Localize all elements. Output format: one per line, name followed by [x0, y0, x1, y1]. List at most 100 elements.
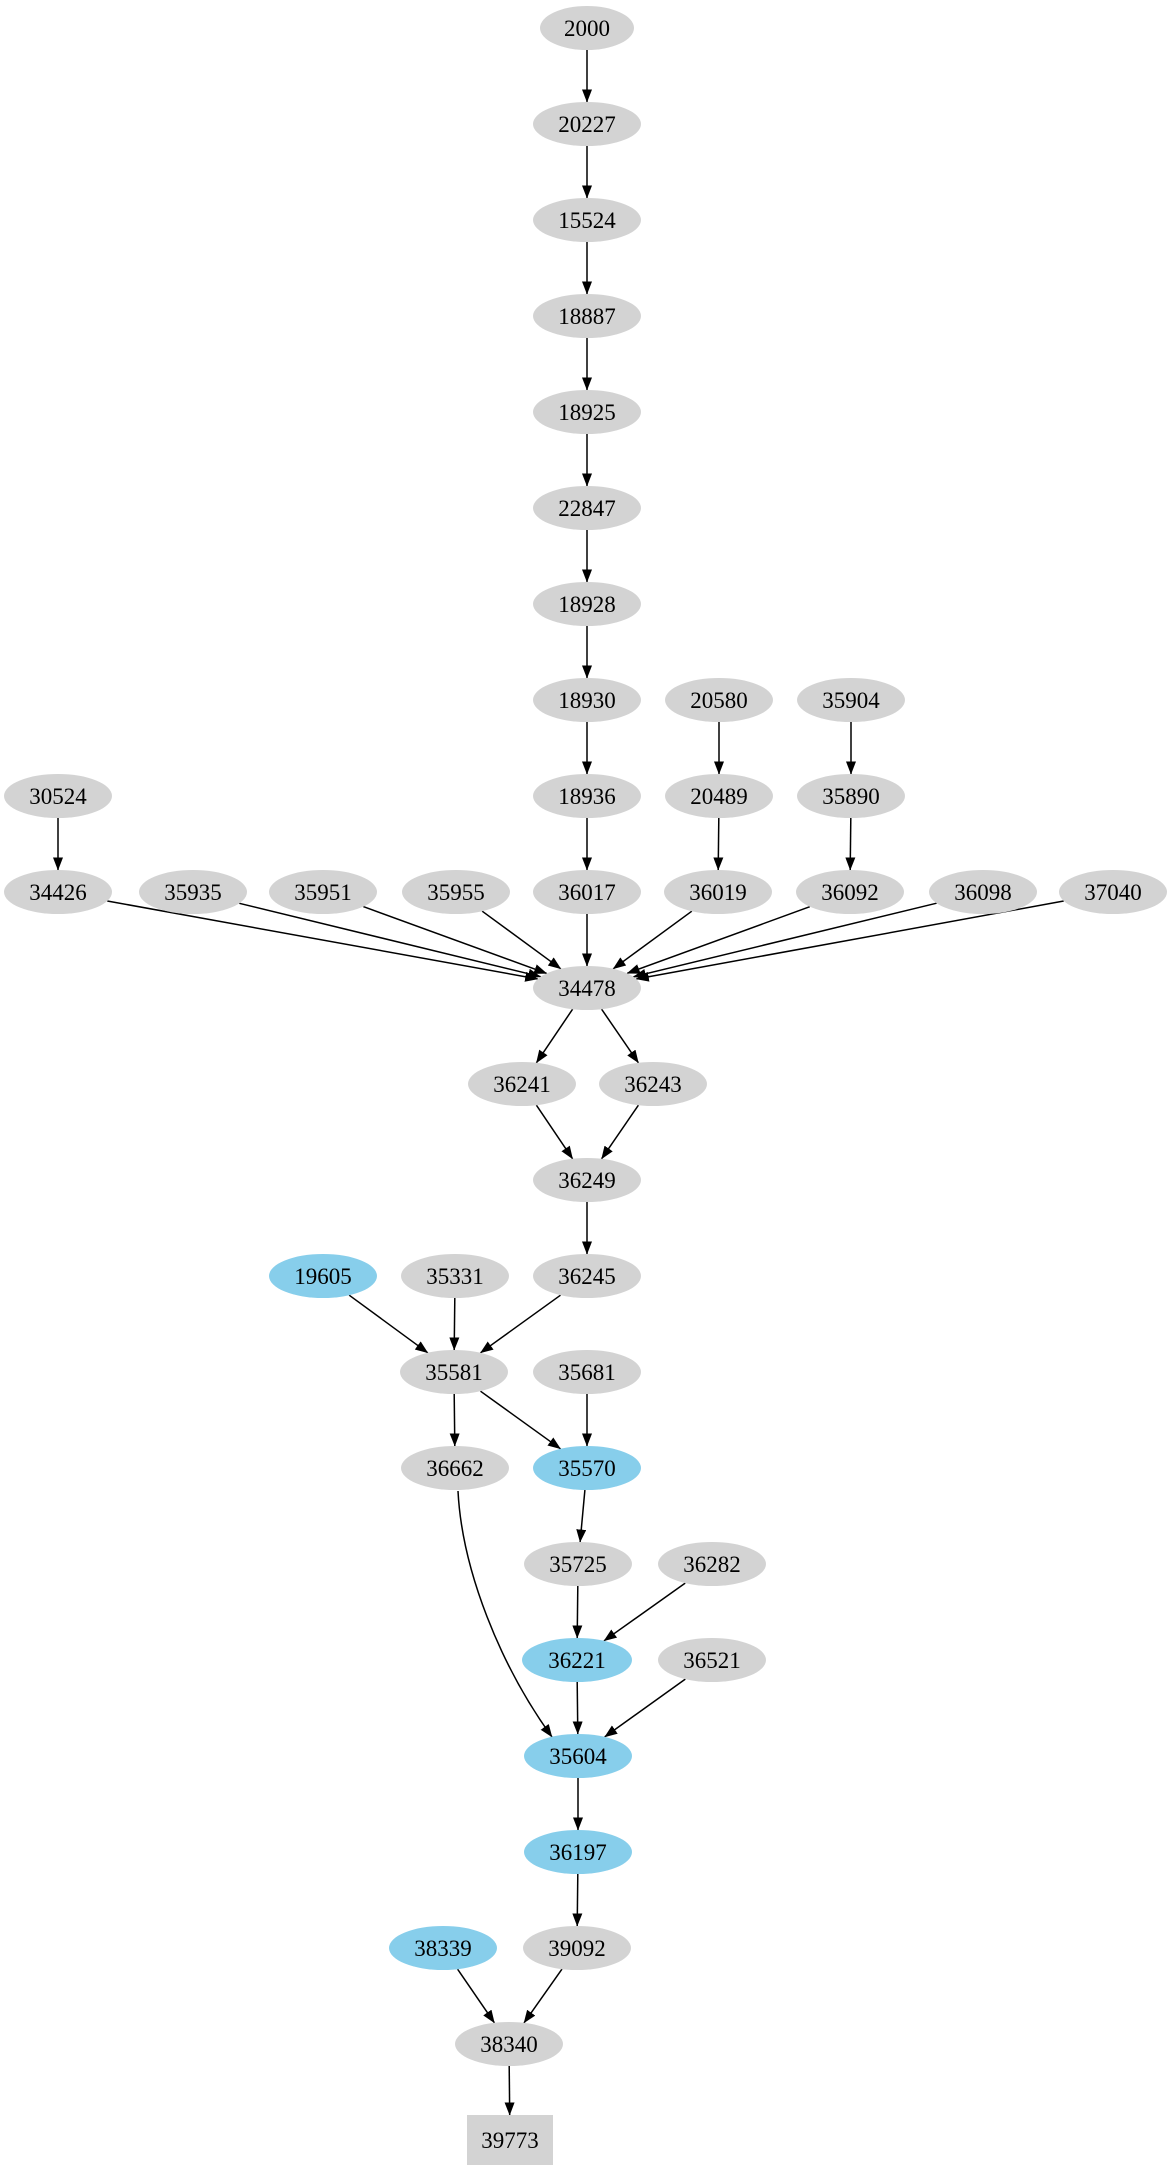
edge-36092-34478 — [626, 905, 811, 975]
node-36221-label: 36221 — [548, 1648, 606, 1673]
node-36241-shape — [468, 1062, 576, 1106]
node-35951-shape — [269, 870, 377, 914]
edge-36197-39092 — [572, 1873, 583, 1927]
edge-35935-34478 — [239, 902, 542, 979]
node-36092: 36092 — [796, 870, 904, 914]
node-35955-label: 35955 — [427, 880, 485, 905]
edge-37040-34478 — [635, 900, 1064, 982]
edge-36241-36249 — [535, 1104, 574, 1160]
node-37040-label: 37040 — [1084, 880, 1142, 905]
node-19605-shape — [269, 1254, 377, 1298]
node-35570: 35570 — [533, 1446, 641, 1490]
node-18887: 18887 — [533, 294, 641, 338]
edge-35725-36221 — [572, 1585, 583, 1639]
node-35951-label: 35951 — [294, 880, 352, 905]
node-35681: 35681 — [533, 1350, 641, 1394]
node-35331-label: 35331 — [426, 1264, 484, 1289]
node-36221: 36221 — [522, 1638, 632, 1682]
node-15524-label: 15524 — [558, 208, 616, 233]
node-35951: 35951 — [269, 870, 377, 914]
node-36282-label: 36282 — [683, 1552, 741, 1577]
node-36197-shape — [524, 1830, 632, 1874]
node-34478: 34478 — [533, 966, 641, 1010]
edge-36521-35604 — [604, 1678, 686, 1738]
node-30524-label: 30524 — [29, 784, 87, 809]
node-22847: 22847 — [533, 486, 641, 530]
node-20489-label: 20489 — [690, 784, 748, 809]
node-36249-shape — [533, 1158, 641, 1202]
node-18936-shape — [533, 774, 641, 818]
node-18936-label: 18936 — [558, 784, 616, 809]
node-35725: 35725 — [524, 1542, 632, 1586]
node-36282-shape — [658, 1542, 766, 1586]
node-35935: 35935 — [139, 870, 247, 914]
node-19605-label: 19605 — [294, 1264, 352, 1289]
node-35604-shape — [524, 1734, 632, 1778]
node-34426: 34426 — [4, 870, 112, 914]
node-37040-shape — [1059, 870, 1167, 914]
node-36098-label: 36098 — [954, 880, 1012, 905]
edge-35951-34478 — [363, 905, 548, 975]
node-15524: 15524 — [533, 198, 641, 242]
node-18925: 18925 — [533, 390, 641, 434]
edge-38339-38340 — [456, 1968, 496, 2024]
node-22847-label: 22847 — [558, 496, 616, 521]
node-35331: 35331 — [401, 1254, 509, 1298]
node-18928-label: 18928 — [558, 592, 616, 617]
node-22847-shape — [533, 486, 641, 530]
node-35904-shape — [797, 678, 905, 722]
edge-36221-35604 — [572, 1681, 583, 1735]
node-34478-label: 34478 — [558, 976, 616, 1001]
node-20489-shape — [665, 774, 773, 818]
node-36245: 36245 — [533, 1254, 641, 1298]
node-36662: 36662 — [401, 1446, 509, 1490]
node-30524-shape — [4, 774, 112, 818]
node-18928: 18928 — [533, 582, 641, 626]
node-36017-label: 36017 — [558, 880, 616, 905]
node-2000: 2000 — [540, 6, 634, 50]
node-36245-shape — [533, 1254, 641, 1298]
edge-34426-34478 — [107, 900, 539, 982]
node-36521: 36521 — [658, 1638, 766, 1682]
edge-34478-36241 — [535, 1008, 574, 1064]
node-34426-label: 34426 — [29, 880, 87, 905]
node-39773-shape — [467, 2115, 553, 2165]
node-18925-label: 18925 — [558, 400, 616, 425]
edge-36662-35604 — [457, 1490, 553, 1738]
node-2000-shape — [540, 6, 634, 50]
node-18928-shape — [533, 582, 641, 626]
node-18925-shape — [533, 390, 641, 434]
node-36249-label: 36249 — [558, 1168, 616, 1193]
node-37040: 37040 — [1059, 870, 1167, 914]
node-18936: 18936 — [533, 774, 641, 818]
node-35604: 35604 — [524, 1734, 632, 1778]
edge-38340-39773 — [504, 2065, 515, 2116]
edge-34478-36243 — [600, 1008, 640, 1064]
node-20580-label: 20580 — [690, 688, 748, 713]
edge-36282-36221 — [603, 1582, 686, 1642]
edge-36243-36249 — [600, 1104, 640, 1160]
node-35725-label: 35725 — [549, 1552, 607, 1577]
node-35331-shape — [401, 1254, 509, 1298]
node-36241-label: 36241 — [493, 1072, 551, 1097]
node-35890: 35890 — [797, 774, 905, 818]
node-35935-shape — [139, 870, 247, 914]
node-35725-shape — [524, 1542, 632, 1586]
node-35581-shape — [400, 1350, 508, 1394]
edge-36098-34478 — [632, 902, 937, 979]
node-34478-shape — [533, 966, 641, 1010]
node-36197: 36197 — [524, 1830, 632, 1874]
node-36092-shape — [796, 870, 904, 914]
node-39773: 39773 — [467, 2115, 553, 2165]
node-36243-label: 36243 — [624, 1072, 682, 1097]
node-35890-shape — [797, 774, 905, 818]
node-36249: 36249 — [533, 1158, 641, 1202]
node-36019-shape — [664, 870, 772, 914]
node-39092-label: 39092 — [548, 1936, 606, 1961]
node-36017: 36017 — [533, 870, 641, 914]
node-36092-label: 36092 — [821, 880, 879, 905]
node-30524: 30524 — [4, 774, 112, 818]
node-36098: 36098 — [929, 870, 1037, 914]
